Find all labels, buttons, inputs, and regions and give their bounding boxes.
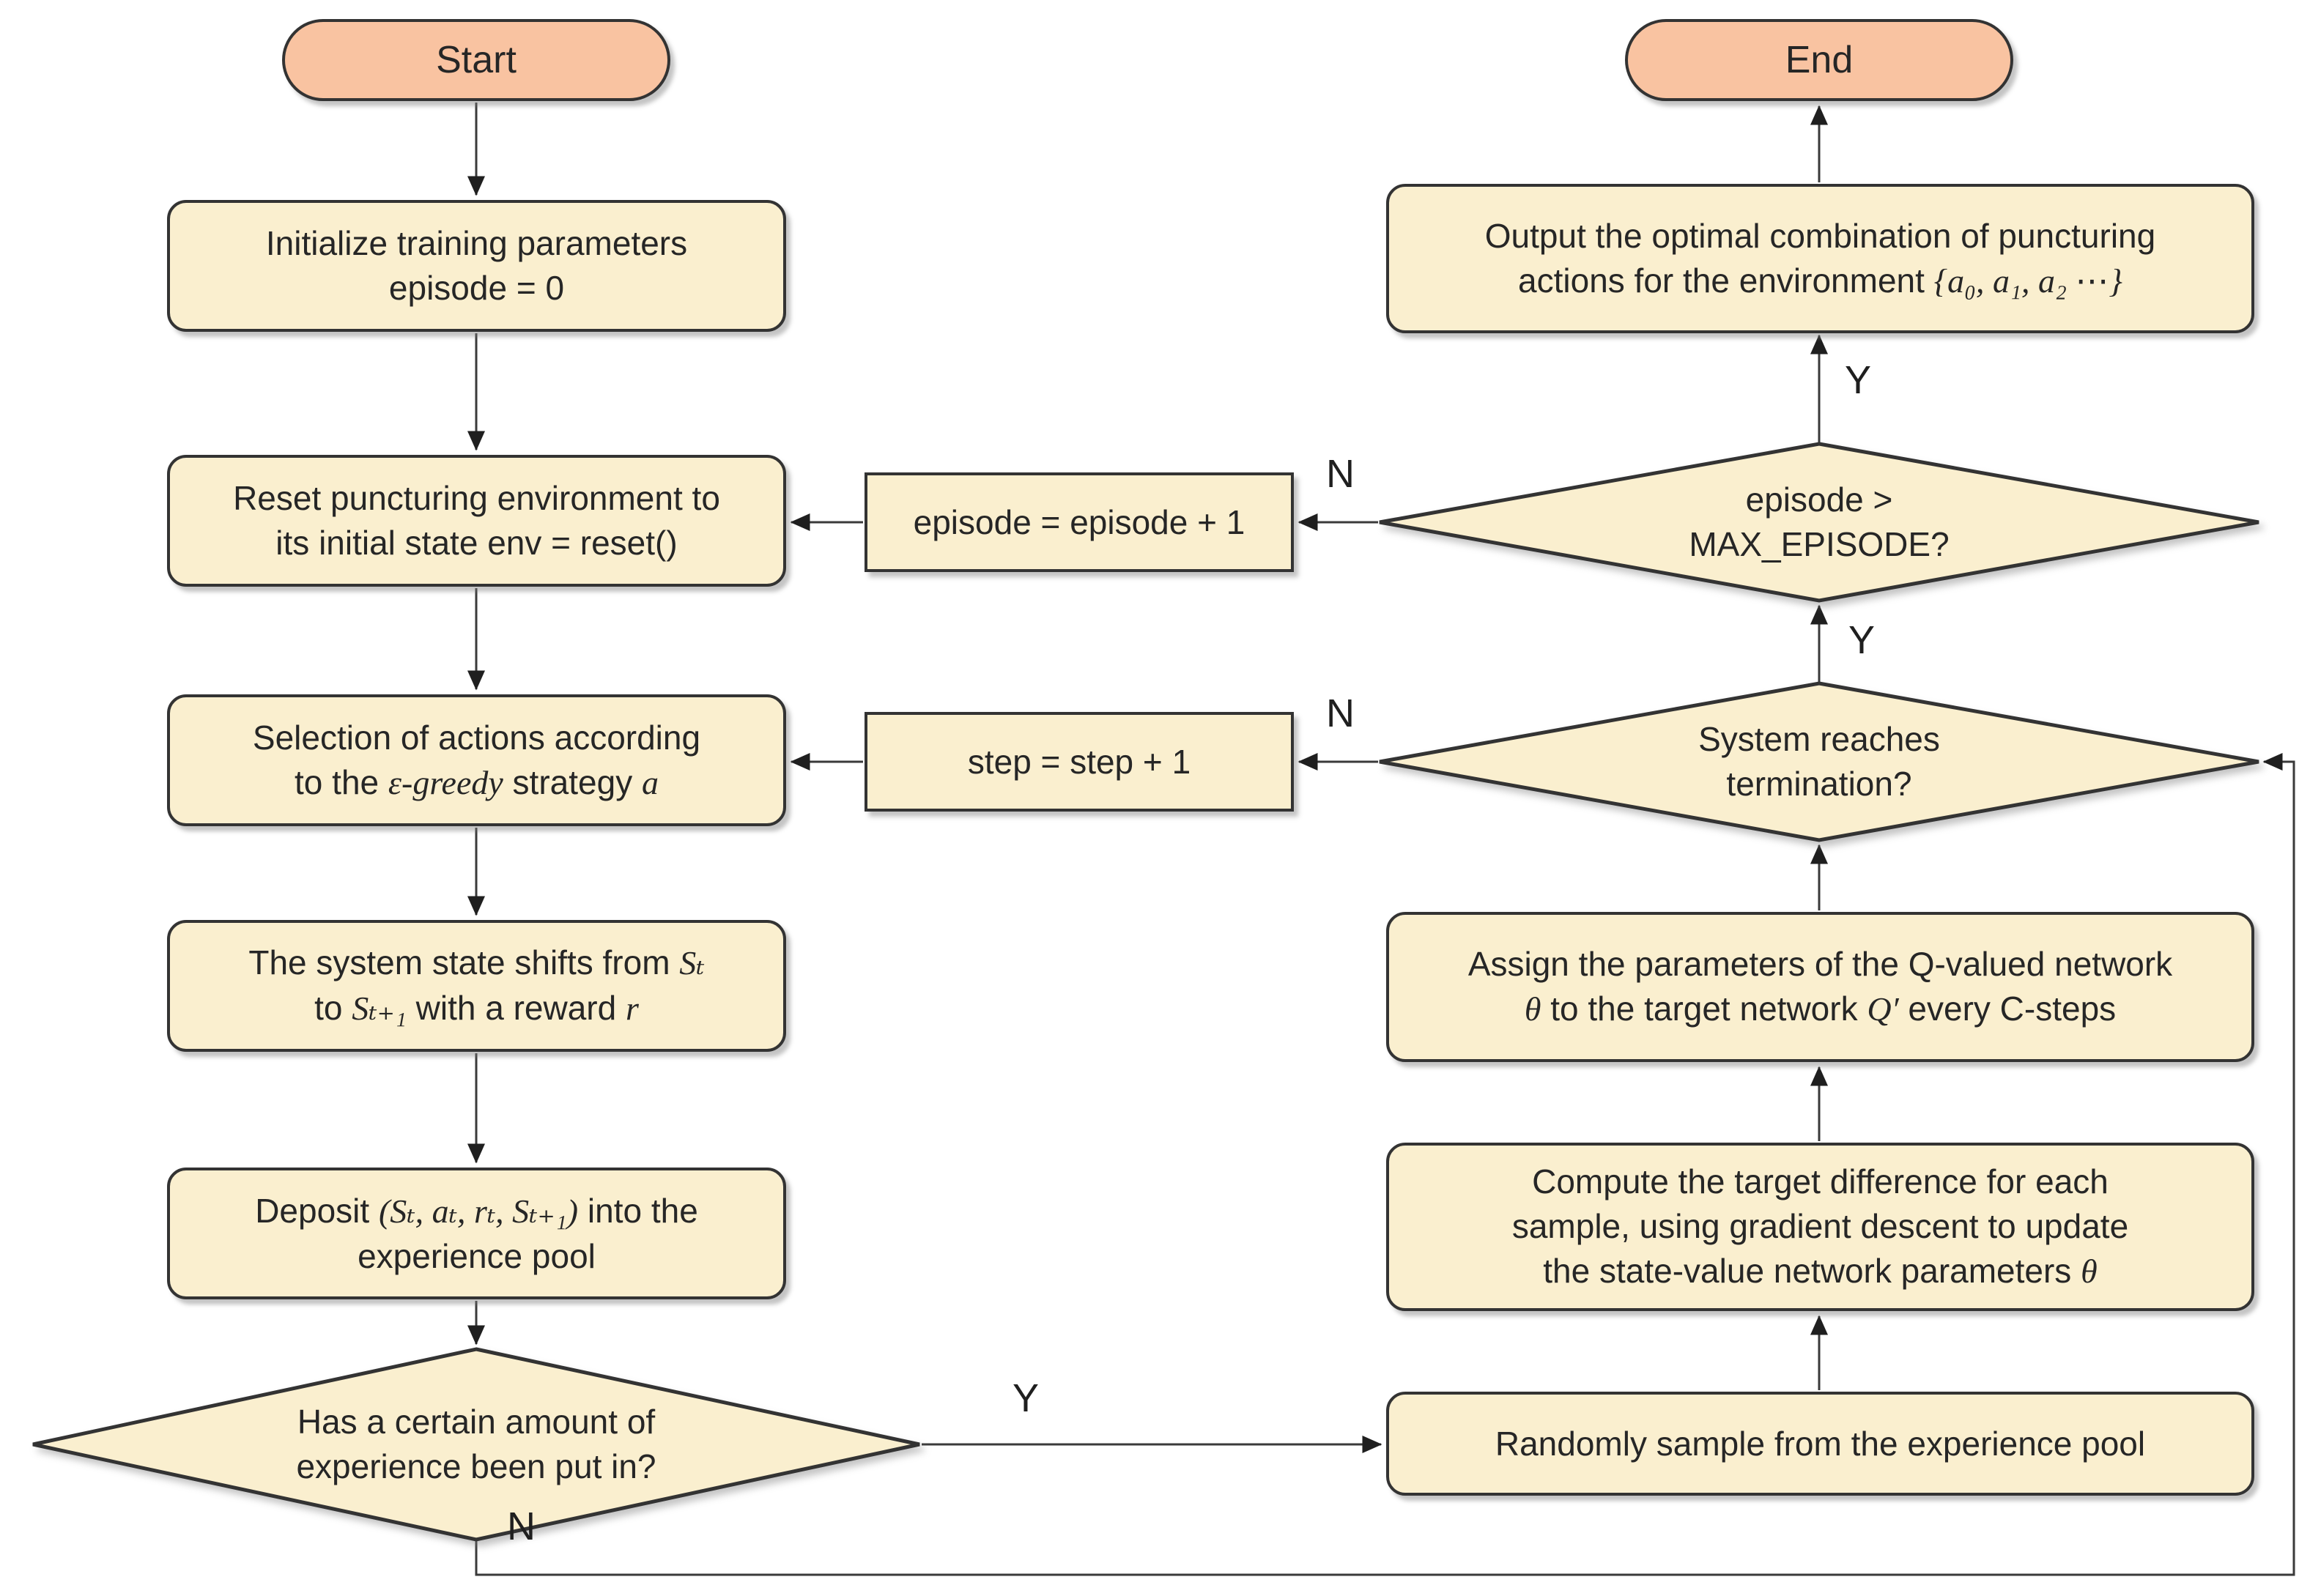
reset-line2: its initial state env = reset() [275,524,678,562]
selection-line1: Selection of actions according [252,718,701,757]
termination-check-text: System reaches termination? [1698,720,1940,803]
start-label: Start [436,38,517,81]
sample-label: Randomly sample from the experience pool [1495,1424,2146,1463]
reset-process: Reset puncturing environment to its init… [167,455,786,587]
compute-line3: the state-value network parameters θ [1543,1251,2098,1290]
assign-line2: θ to the target network Q′ every C-steps [1524,990,2117,1028]
state-shift-process: The system state shifts from Sₜ to Sₜ₊₁ … [167,920,786,1052]
assign-line1: Assign the parameters of the Q-valued ne… [1467,945,2173,984]
output-process: Output the optimal combination of punctu… [1386,184,2254,333]
experience-check-diamond [32,1347,920,1542]
step-increment-process: step = step + 1 [865,712,1294,812]
assign-parameters-process: Assign the parameters of the Q-valued ne… [1386,912,2254,1062]
deposit-line1: Deposit (Sₜ, aₜ, rₜ, Sₜ₊₁) into the [255,1191,698,1230]
deposit-process: Deposit (Sₜ, aₜ, rₜ, Sₜ₊₁) into the expe… [167,1168,786,1299]
sysstate-line2: to Sₜ₊₁ with a reward r [314,989,639,1027]
edge-experience-no-loop-to-termination [475,753,2295,1576]
compute-line2: sample, using gradient descent to update [1511,1207,2129,1246]
experience-check-text: Has a certain amount of experience been … [296,1403,656,1485]
output-line2: actions for the environment {a₀, a₁, a₂ … [1518,261,2122,300]
end-terminator: End [1625,19,2013,101]
label-yes-episode-check: Y [1845,358,1872,402]
compute-line1: Compute the target difference for each [1532,1162,2109,1201]
label-yes-experience-check: Y [1013,1376,1040,1420]
compute-gradient-process: Compute the target difference for each s… [1386,1143,2254,1311]
start-terminator: Start [282,19,670,101]
end-label: End [1785,38,1854,81]
label-no-experience-check: N [507,1504,536,1548]
output-line1: Output the optimal combination of punctu… [1484,216,2156,255]
step-increment-label: step = step + 1 [967,742,1191,781]
initialize-line1: Initialize training parameters [265,224,688,263]
label-no-episode-check: N [1326,452,1355,496]
initialize-process: Initialize training parameters episode =… [167,200,786,332]
termination-check-diamond [1379,681,2259,842]
max-episode-check-text: episode > MAX_EPISODE? [1689,480,1950,563]
max-episode-check-diamond [1379,442,2259,603]
label-no-termination-check: N [1326,691,1355,735]
label-yes-termination-check: Y [1848,618,1876,662]
selection-line2: to the ε-greedy strategy a [295,762,659,801]
deposit-line2: experience pool [358,1236,596,1275]
episode-increment-process: episode = episode + 1 [865,472,1294,572]
sysstate-line1: The system state shifts from Sₜ [248,943,705,982]
action-selection-process: Selection of actions according to the ε-… [167,694,786,826]
initialize-line2: episode = 0 [388,269,565,307]
reset-line1: Reset puncturing environment to [233,479,720,518]
random-sample-process: Randomly sample from the experience pool [1386,1392,2254,1496]
episode-increment-label: episode = episode + 1 [913,502,1245,541]
